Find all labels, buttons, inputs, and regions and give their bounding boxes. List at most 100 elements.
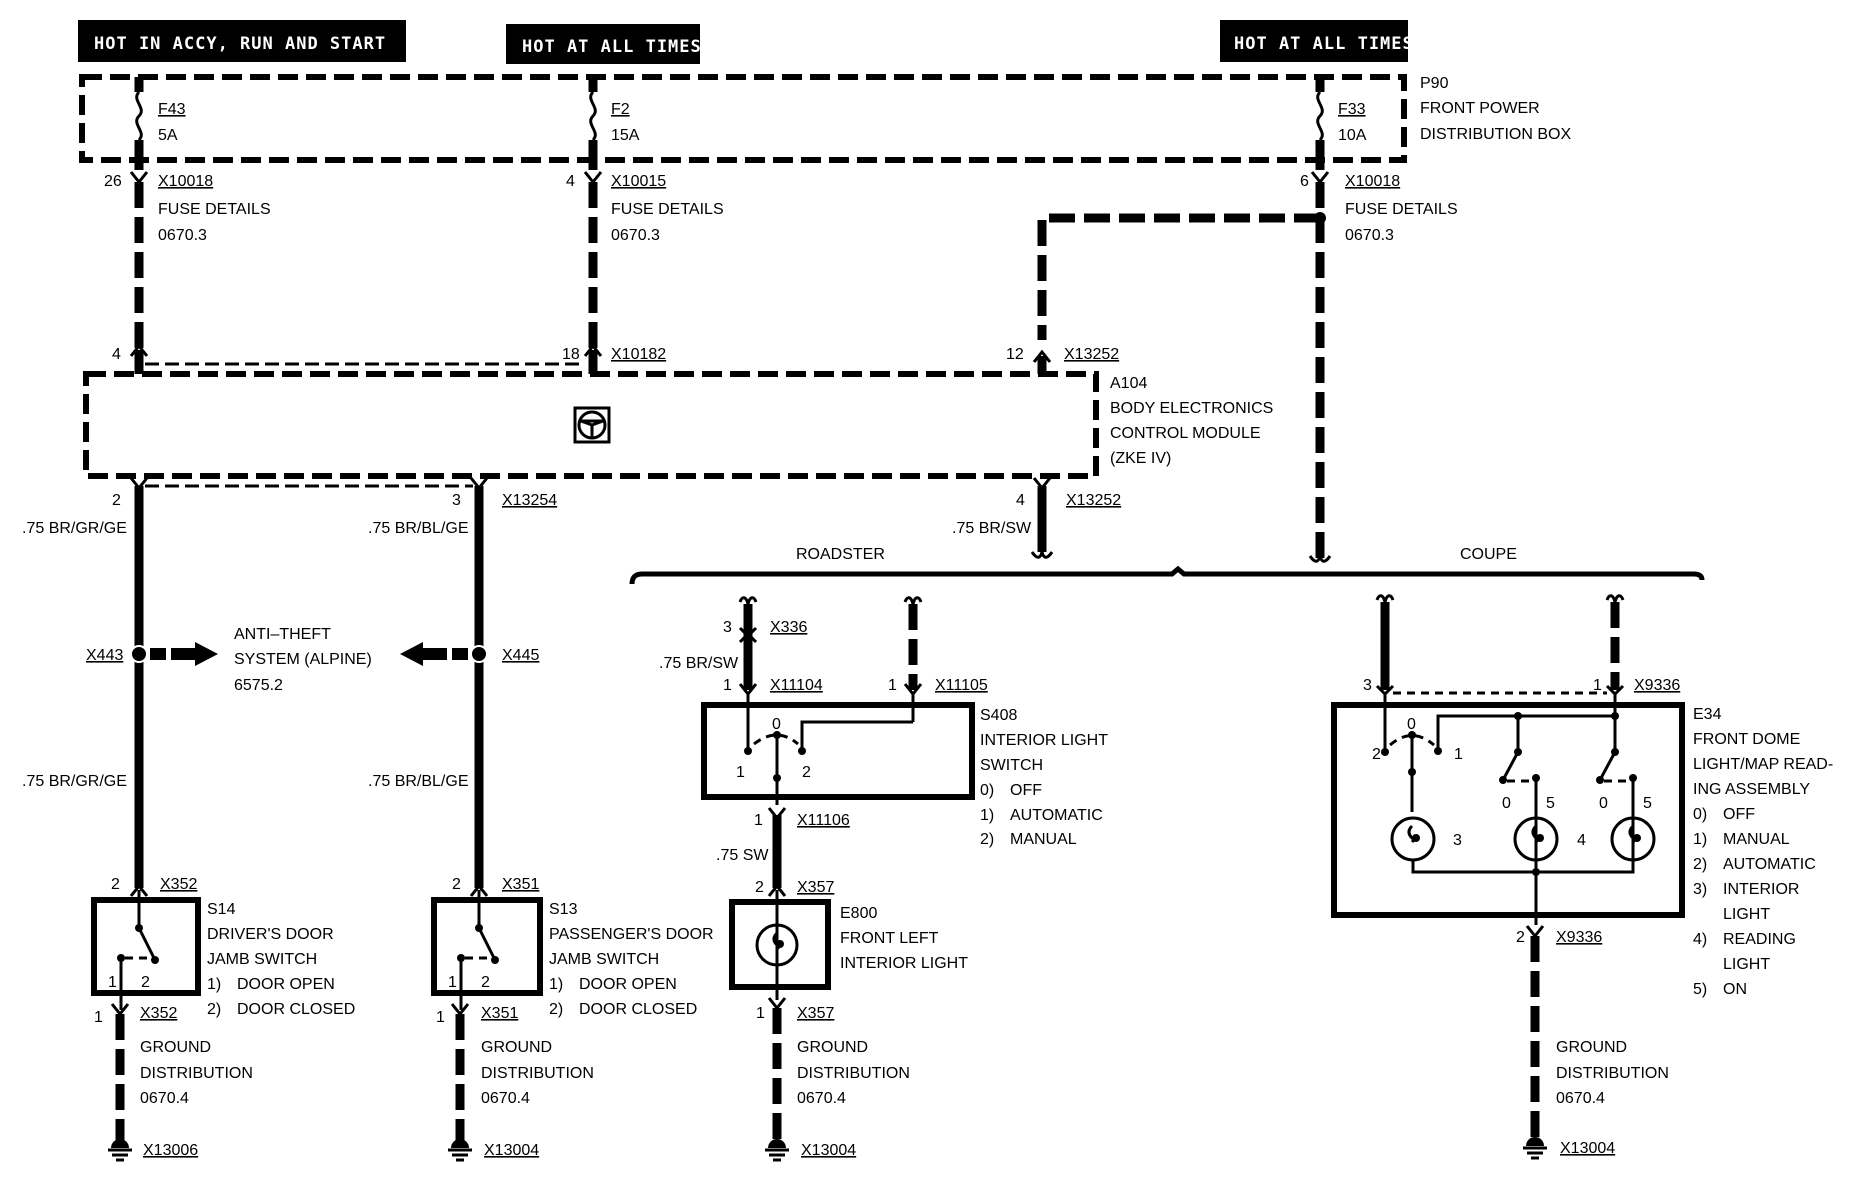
lamp-name-1: FRONT LEFT [840, 930, 939, 947]
splice-dot [130, 645, 148, 663]
position-label: 5 [1643, 795, 1652, 812]
fuse-icon [1316, 90, 1324, 142]
contact-label: 2 [481, 974, 490, 991]
connector-id: X11105 [935, 677, 988, 694]
pin-number: 1 [436, 1009, 445, 1026]
legend-label: LIGHT [1723, 906, 1770, 923]
fuse-f43: F43 5A [134, 77, 186, 170]
switch-id: S13 [549, 901, 578, 918]
pin-number: 2 [1516, 929, 1525, 946]
header-hot-at-all-times-2: HOT AT ALL TIMES [1220, 20, 1413, 62]
roadster-circuit: 3 X336 .75 BR/SW 1 X11104 1 X11105 0 1 2… [659, 596, 1108, 1162]
position-label: 0 [1407, 716, 1416, 733]
wire-break-icon [738, 596, 758, 605]
ground-ref-2: DISTRIBUTION [481, 1065, 594, 1082]
splice-dot [470, 645, 488, 663]
ground-ref-1: GROUND [481, 1039, 552, 1056]
state-label: DOOR OPEN [237, 976, 335, 993]
switch-name-1: PASSENGER'S DOOR [549, 926, 714, 943]
state-label: OFF [1010, 782, 1042, 799]
state-label: DOOR OPEN [579, 976, 677, 993]
switch-name-2: SWITCH [980, 757, 1043, 774]
lamp-icon [755, 923, 799, 967]
connector-id: X351 [481, 1005, 518, 1022]
legend-number: 5) [1693, 981, 1707, 998]
splice-id: X445 [502, 647, 539, 664]
state-number: 1) [980, 807, 994, 824]
legend-number: 1) [1693, 831, 1707, 848]
module-outline [83, 371, 1099, 479]
fuse-icon [589, 90, 597, 142]
ground-ref-1: GROUND [140, 1039, 211, 1056]
module-name-3: (ZKE IV) [1110, 450, 1171, 467]
anti-theft-link: X443 X445 ANTI–THEFT SYSTEM (ALPINE) 657… [86, 626, 539, 694]
position-label: 1 [1454, 746, 1463, 763]
header-hot-at-all-times-1: HOT AT ALL TIMES [506, 24, 702, 64]
pin-number: 1 [756, 1005, 765, 1022]
position-label: 2 [802, 764, 811, 781]
driver-circuit-wire: .75 BR/GR/GE .75 BR/GR/GE [22, 486, 144, 888]
pin-number: 4 [566, 173, 575, 190]
fuse-outputs: 26 X10018 FUSE DETAILS 0670.3 4 X10015 F… [104, 171, 1458, 563]
legend-number: 2) [1693, 856, 1707, 873]
state-label: AUTOMATIC [1010, 807, 1103, 824]
wire-break-icon [903, 596, 923, 605]
connector-icon [1032, 349, 1052, 363]
switch-name-1: DRIVER'S DOOR [207, 926, 334, 943]
variant-label-coupe: COUPE [1460, 546, 1517, 563]
power-box-name-2: DISTRIBUTION BOX [1420, 126, 1571, 143]
ground-ref-2: DISTRIBUTION [1556, 1065, 1669, 1082]
header-label: HOT IN ACCY, RUN AND START [94, 34, 386, 54]
pin-number: 1 [754, 812, 763, 829]
legend-number: 3) [1693, 881, 1707, 898]
power-box-name-1: FRONT POWER [1420, 100, 1540, 117]
wire-break-icon [1375, 594, 1395, 603]
legend-number: 0) [1693, 806, 1707, 823]
position-label: 0 [772, 716, 781, 733]
pin-number: 2 [755, 879, 764, 896]
pin-number: 18 [562, 346, 580, 363]
pin-number: 4 [112, 346, 121, 363]
state-number: 2) [549, 1001, 563, 1018]
anti-theft-line-1: ANTI–THEFT [234, 626, 331, 643]
state-label: DOOR CLOSED [237, 1001, 355, 1018]
wire-label: .75 SW [716, 847, 769, 864]
switch-box [701, 702, 975, 800]
legend-label: ON [1723, 981, 1747, 998]
fuse-rating: 10A [1338, 127, 1367, 144]
lamp-icon [1390, 816, 1436, 862]
connector-icon [1525, 925, 1545, 939]
ground-ref-3: 0670.4 [797, 1090, 846, 1107]
pin-number: 2 [452, 876, 461, 893]
state-label: MANUAL [1010, 831, 1077, 848]
lamp-name-2: INTERIOR LIGHT [840, 955, 968, 972]
fuse-ref-1: FUSE DETAILS [611, 201, 724, 218]
wire-break-icon [1308, 555, 1332, 563]
position-label: 1 [736, 764, 745, 781]
lamp-icon [1513, 816, 1559, 862]
pin-number: 1 [723, 677, 732, 694]
contact-label: 1 [108, 974, 117, 991]
state-number: 0) [980, 782, 994, 799]
legend-label: INTERIOR [1723, 881, 1799, 898]
ground-id: X13004 [801, 1142, 856, 1159]
pin-number: 6 [1300, 173, 1309, 190]
header-label: HOT AT ALL TIMES [522, 37, 702, 57]
state-number: 1) [207, 976, 221, 993]
ground-icon [765, 1139, 789, 1162]
connector-icon [583, 343, 603, 357]
pin-number: 1 [1593, 677, 1602, 694]
header-hot-in-accy: HOT IN ACCY, RUN AND START [78, 20, 406, 62]
assembly-box [1331, 702, 1685, 918]
wire-break-icon [1605, 594, 1625, 603]
assembly-id: E34 [1693, 706, 1722, 723]
position-label: 5 [1546, 795, 1555, 812]
steering-wheel-icon [573, 406, 611, 444]
connector-id: X11104 [770, 677, 823, 694]
wire-label: .75 BR/BL/GE [368, 773, 469, 790]
fuse-ref-1: FUSE DETAILS [1345, 201, 1458, 218]
legend-label: AUTOMATIC [1723, 856, 1816, 873]
contact-label: 1 [448, 974, 457, 991]
switch-box [431, 897, 543, 996]
